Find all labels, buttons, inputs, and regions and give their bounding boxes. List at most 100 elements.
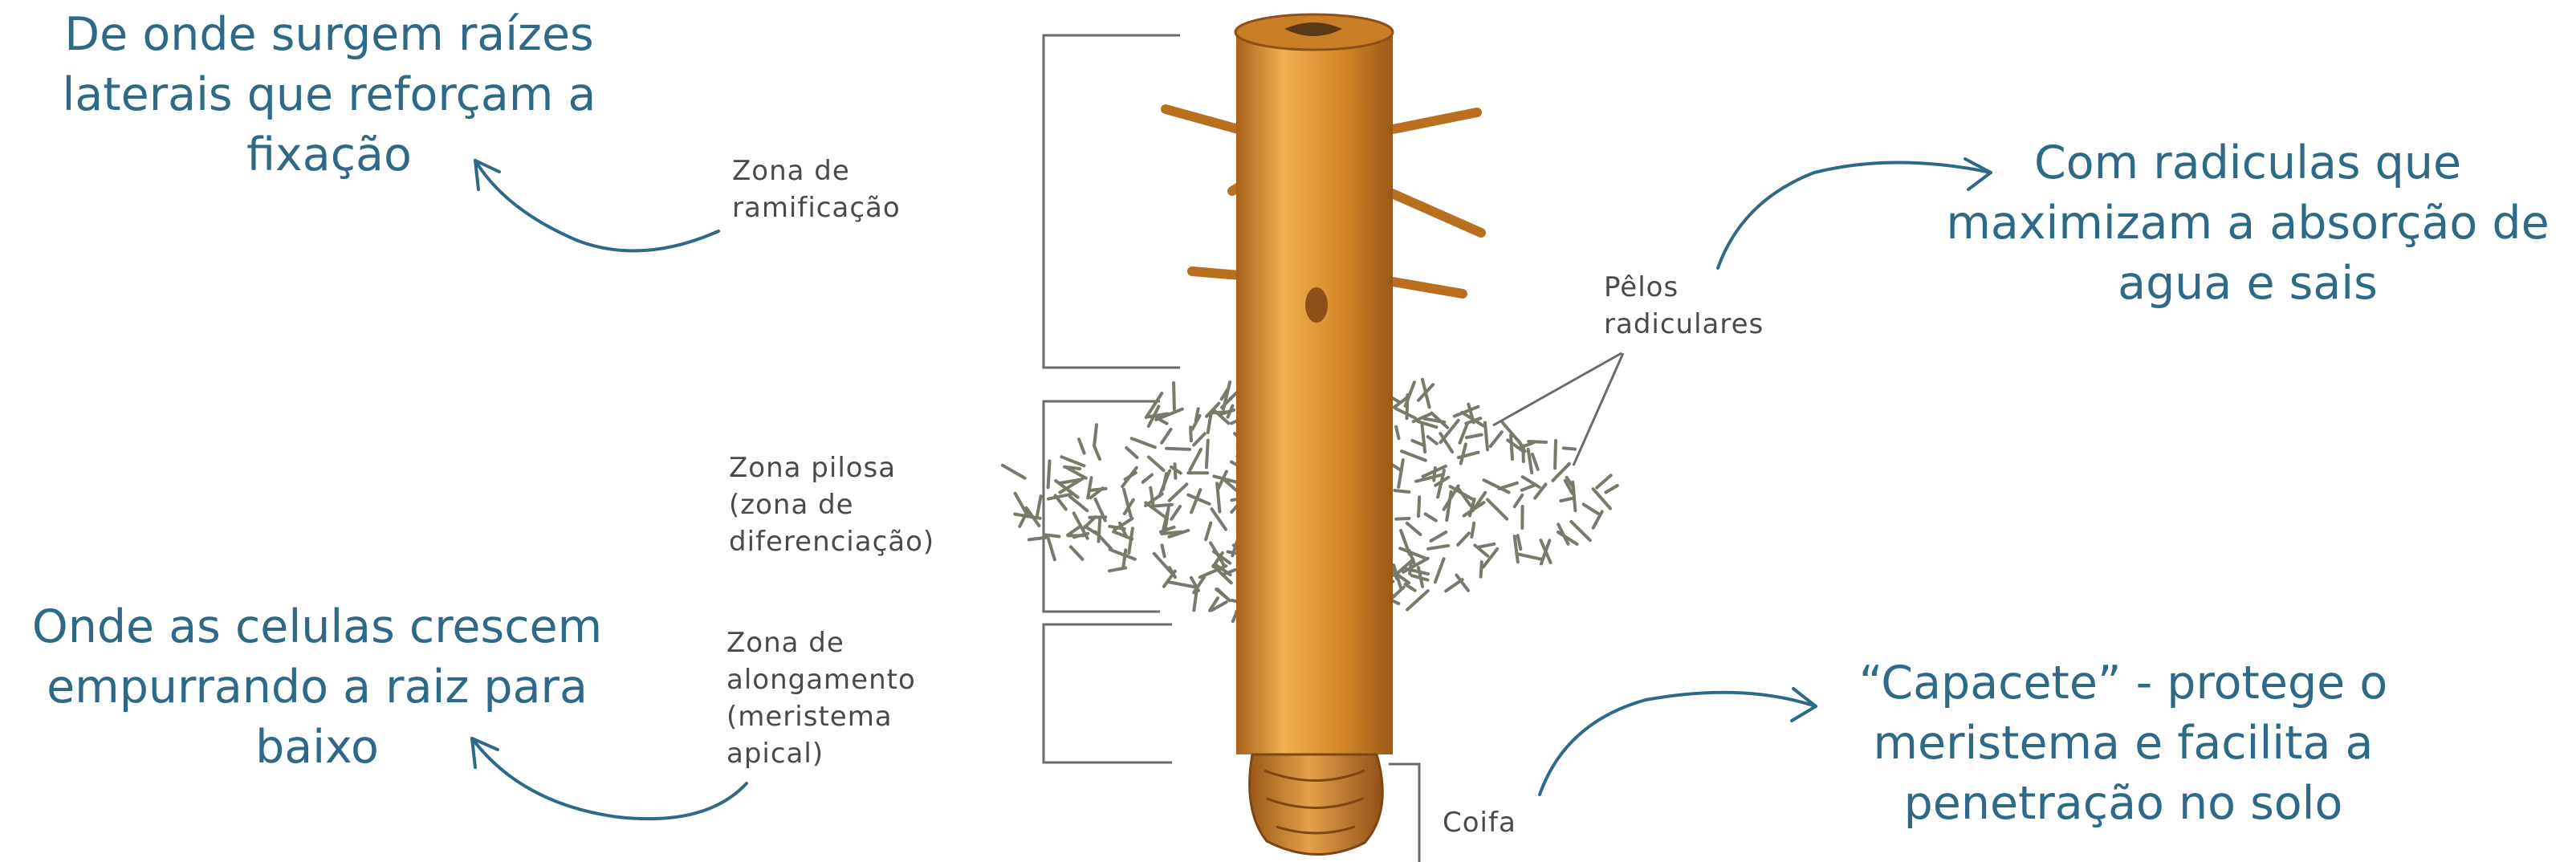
root-hair [1418, 497, 1419, 516]
root-hair [1194, 433, 1205, 445]
bracket-alongamento [1044, 624, 1172, 762]
root-hair [1396, 518, 1409, 519]
label-zona-pilosa: Zona pilosa (zona de diferenciação) [729, 449, 934, 560]
root-hair [1129, 528, 1133, 553]
root-hair [1228, 406, 1233, 417]
root-hair [1206, 523, 1211, 540]
root-hair [1407, 523, 1421, 535]
root-hair [1471, 523, 1474, 537]
arrow-coifa [1540, 689, 1816, 795]
bracket-ramificacao [1044, 35, 1180, 368]
annotation-alongamento: Onde as celulas crescem empurrando a rai… [0, 597, 634, 778]
annotation-line: Com radiculas que [1927, 133, 2569, 193]
root-hair [1447, 492, 1451, 520]
root-hair [1606, 486, 1618, 492]
root-hair [1126, 448, 1137, 457]
root-hair [1089, 517, 1105, 518]
annotation-line: meristema e facilita a [1806, 714, 2440, 774]
root-hair [1171, 506, 1180, 519]
root-hair [1394, 490, 1409, 492]
label-line: diferenciação) [729, 523, 934, 560]
root-hair [1070, 497, 1087, 511]
root-hair [1048, 461, 1050, 487]
root-hair [1458, 533, 1469, 545]
root-hair [1110, 550, 1135, 559]
label-zona-ramificacao: Zona de ramificação [732, 152, 901, 226]
root-hair [1396, 427, 1398, 438]
root-hair [1522, 486, 1534, 490]
annotation-ramificacao: De onde surgem raízes laterais que refor… [24, 5, 634, 185]
label-line: ramificação [732, 189, 901, 226]
annotation-line: laterais que reforçam a [24, 65, 634, 125]
root-hair [1461, 444, 1466, 463]
root-hair [1460, 423, 1468, 443]
root-hair [1511, 435, 1512, 459]
annotation-line: “Capacete” - protege o [1806, 653, 2440, 714]
root-hair [1485, 423, 1487, 450]
annotation-pelos: Com radiculas que maximizam a absorção d… [1927, 133, 2569, 314]
root-hair [1428, 546, 1448, 549]
root-hair [1068, 527, 1079, 535]
root-hair [1470, 499, 1475, 516]
root-hair [1159, 470, 1170, 496]
root-hair [1435, 559, 1444, 582]
root-hair [1467, 435, 1482, 438]
annotation-line: agua e sais [1927, 254, 2569, 314]
label-line: (meristema [726, 698, 916, 735]
root-hair [1149, 457, 1164, 471]
root-hair [1532, 454, 1538, 470]
root-hair [1426, 514, 1436, 520]
root-hair [1491, 432, 1502, 446]
bracket-coifa [1389, 764, 1419, 862]
root-hair [1162, 545, 1165, 556]
root-hair [1406, 584, 1415, 591]
root-hair [1431, 532, 1447, 541]
root-hair [1555, 441, 1556, 468]
root-hair [1487, 500, 1507, 519]
annotation-line: maximizam a absorção de [1927, 193, 2569, 254]
root-hair [1015, 494, 1028, 516]
root-hair [1422, 425, 1426, 453]
root-hair [1094, 446, 1100, 460]
root-hair [1483, 549, 1497, 567]
root-hair [1194, 592, 1196, 611]
root-hair [1561, 498, 1572, 501]
root-hair [1061, 457, 1084, 466]
root-hair [1584, 504, 1598, 514]
label-line: Zona de [732, 152, 901, 189]
label-line: alongamento [726, 661, 916, 698]
root-hair [1207, 441, 1208, 468]
root-hair [1418, 567, 1422, 587]
root-hair [1518, 535, 1521, 549]
label-line: (zona de [729, 486, 934, 523]
root-hair [1094, 425, 1097, 445]
root-hair [1407, 591, 1428, 609]
label-line: radiculares [1604, 306, 1764, 343]
root-hair [1428, 437, 1437, 444]
annotation-line: penetração no solo [1806, 774, 2440, 834]
root-hair [1132, 438, 1155, 447]
root-hair [1402, 451, 1426, 461]
root-hair [1162, 429, 1170, 443]
root-hair [1407, 395, 1408, 418]
root-hair [1170, 484, 1187, 500]
root-hair [1571, 522, 1590, 540]
root-hair [1088, 478, 1091, 498]
annotation-coifa: “Capacete” - protege o meristema e facil… [1806, 653, 2440, 834]
label-zona-alongamento: Zona de alongamento (meristema apical) [726, 624, 916, 772]
root-hair [1079, 439, 1085, 453]
annotation-line: Onde as celulas crescem [0, 597, 634, 657]
root-hair [1218, 589, 1230, 600]
root-body [1235, 14, 1393, 754]
root-cap [1250, 754, 1383, 855]
root-hair [1029, 538, 1047, 540]
label-line: Pêlos [1604, 269, 1764, 306]
root-hair [1123, 550, 1125, 568]
label-coifa: Coifa [1443, 804, 1516, 841]
root-hair [1190, 449, 1201, 470]
label-pelos-radiculares: Pêlos radiculares [1604, 269, 1764, 343]
annotation-line: fixação [24, 125, 634, 185]
root-hair [1597, 475, 1610, 487]
label-line: apical) [726, 735, 916, 772]
root-hair [1564, 448, 1575, 449]
